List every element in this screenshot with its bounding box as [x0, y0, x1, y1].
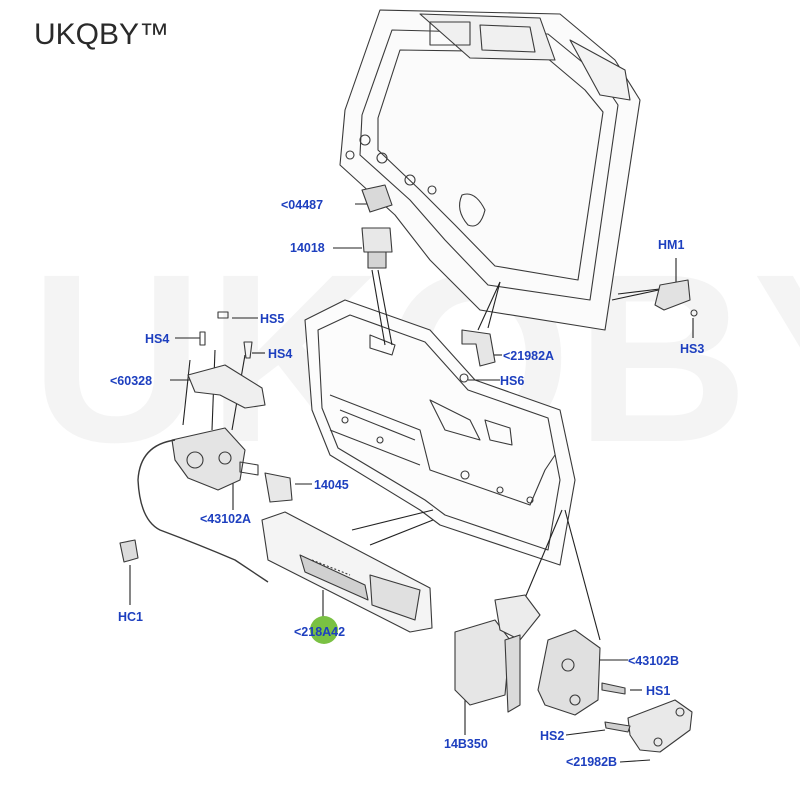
label-hs2: HS2 — [540, 729, 565, 743]
screws — [199, 311, 253, 359]
tailgate-lower-panel — [304, 299, 576, 566]
part-14018 — [361, 227, 393, 269]
part-43102b-latch — [537, 629, 601, 716]
part-hs1-bolt — [601, 682, 626, 695]
label-hm1: HM1 — [658, 238, 685, 252]
part-hm1-hinge — [654, 279, 698, 317]
part-218a42-assembly — [261, 511, 433, 633]
label-218a42: <218A42 — [294, 625, 346, 639]
label-14018: 14018 — [290, 241, 325, 255]
part-21982a — [461, 329, 496, 367]
label-43102b: <43102B — [628, 654, 680, 668]
label-hc1: HC1 — [118, 610, 144, 624]
part-60328 — [187, 364, 266, 409]
part-14b350-motor — [454, 594, 541, 713]
label-43102a: <43102A — [200, 512, 252, 526]
part-04487 — [361, 184, 393, 213]
brand-logo: UKQBY™ — [34, 18, 170, 51]
tailgate-upper-frame — [339, 9, 641, 331]
label-hs5: HS5 — [260, 312, 285, 326]
label-hs3: HS3 — [680, 342, 705, 356]
part-14045 — [264, 472, 293, 503]
label-21982b: <21982B — [566, 755, 618, 769]
label-14b350: 14B350 — [444, 737, 488, 751]
part-21982b-striker — [604, 699, 693, 753]
cable-hc1 — [137, 439, 269, 583]
label-04487: <04487 — [281, 198, 324, 212]
label-60328: <60328 — [110, 374, 153, 388]
label-hs4-right: HS4 — [268, 347, 293, 361]
label-14045: 14045 — [314, 478, 349, 492]
label-hs1: HS1 — [646, 684, 671, 698]
label-hs4-left: HS4 — [145, 332, 170, 346]
label-hs6: HS6 — [500, 374, 525, 388]
part-43102a-latch — [171, 427, 259, 491]
highlight-dot — [310, 616, 338, 644]
label-21982a: <21982A — [503, 349, 555, 363]
